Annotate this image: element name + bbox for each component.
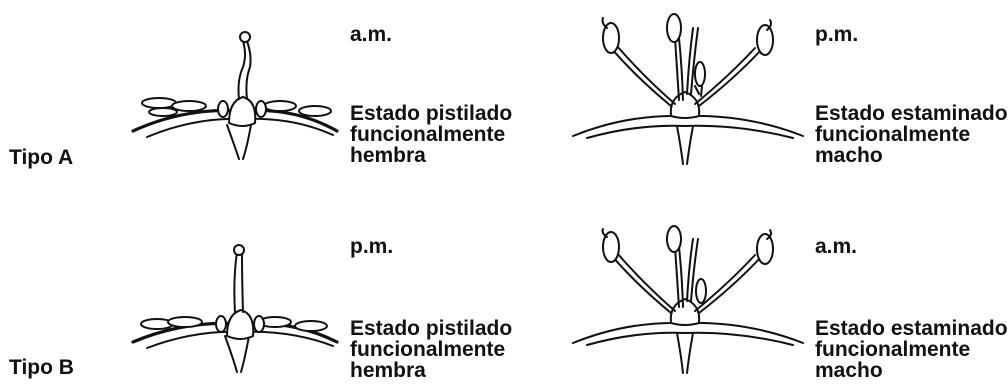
description-a-pistillate: Estado pistilado funcionalmente hembra xyxy=(350,103,512,166)
staminate-flower-illustration xyxy=(572,225,804,374)
description-a-staminate: Estado estaminado funcionalmente macho xyxy=(815,103,1008,166)
pistillate-flower-drawing xyxy=(131,244,339,373)
time-label-b-pistillate: p.m. xyxy=(350,235,394,258)
type-label-a: Tipo A xyxy=(9,146,74,169)
description-line: funcionalmente xyxy=(815,123,971,146)
description-line: hembra xyxy=(350,359,426,382)
staminate-flower-drawing xyxy=(572,13,804,165)
description-line: Estado estaminado xyxy=(815,102,1008,125)
description-line: Estado pistilado xyxy=(350,102,513,125)
staminate-flower-illustration xyxy=(572,13,804,165)
pistillate-flower-illustration xyxy=(131,31,339,160)
description-line: funcionalmente xyxy=(815,338,971,361)
time-label-a-staminate: p.m. xyxy=(815,23,859,46)
staminate-flower-drawing xyxy=(572,225,804,374)
description-line: Estado pistilado xyxy=(350,317,513,340)
pistillate-flower-illustration xyxy=(131,244,339,373)
description-line: macho xyxy=(815,359,883,382)
description-line: Estado estaminado xyxy=(815,317,1008,340)
description-line: funcionalmente xyxy=(350,338,506,361)
time-label-b-staminate: a.m. xyxy=(815,235,858,258)
pistillate-flower-drawing xyxy=(131,31,339,160)
description-line: funcionalmente xyxy=(350,123,506,146)
time-label-a-pistillate: a.m. xyxy=(350,23,393,46)
description-b-staminate: Estado estaminado funcionalmente macho xyxy=(815,318,1008,381)
description-line: hembra xyxy=(350,144,426,167)
description-b-pistillate: Estado pistilado funcionalmente hembra xyxy=(350,318,512,381)
type-label-b: Tipo B xyxy=(9,356,74,379)
description-line: macho xyxy=(815,144,883,167)
